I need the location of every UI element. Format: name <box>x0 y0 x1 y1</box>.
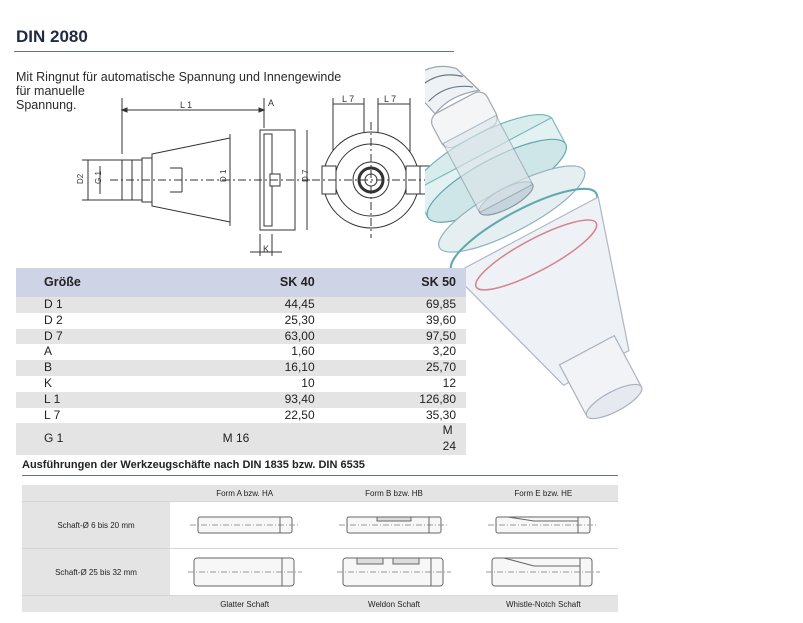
shank-row-small: Schaft-Ø 6 bis 20 mm <box>22 501 618 549</box>
sk50-value: 35,30 <box>318 407 466 424</box>
shank-col-form-e: Form E bzw. HE <box>468 485 618 502</box>
shank-table-header: Form A bzw. HA Form B bzw. HB Form E bzw… <box>22 485 618 502</box>
whistle-notch-shank-drawing-large <box>486 557 601 587</box>
shank-col-form-b: Form B bzw. HB <box>319 485 469 502</box>
shank-cell <box>468 501 618 549</box>
shank-row-large: Schaft-Ø 25 bis 32 mm <box>22 548 618 596</box>
row-label: L 7 <box>16 407 161 424</box>
sk50-value: 69,85 <box>318 297 466 313</box>
shank-cell <box>170 501 320 549</box>
dim-label-g1: G 1 <box>94 171 103 184</box>
sk50-value: 3,20 <box>318 344 466 361</box>
intro-text: Mit Ringnut für automatische Spannung un… <box>16 70 396 112</box>
dim-label-l1: L 1 <box>180 100 192 110</box>
row-label: K <box>16 375 161 392</box>
shank-table-footer: Glatter Schaft Weldon Schaft Whistle-Not… <box>22 595 618 612</box>
dimension-table-header: Größe SK 40 SK 50 <box>16 268 466 297</box>
dim-label-d2: D2 <box>76 173 85 184</box>
row-label: D 2 <box>16 312 161 329</box>
shank-header-empty <box>22 485 170 502</box>
sk40-value: 16,10 <box>160 360 319 376</box>
shank-row-label: Schaft-Ø 6 bis 20 mm <box>22 501 170 549</box>
sk50-value: M 24 <box>318 423 466 455</box>
plain-shank-drawing-small <box>189 516 300 534</box>
shank-cell <box>468 548 618 596</box>
shank-col-form-a: Form A bzw. HA <box>170 485 320 502</box>
page-title: DIN 2080 <box>16 27 88 46</box>
shank-type-whistle-notch: Whistle-Notch Schaft <box>468 595 618 612</box>
shank-type-weldon: Weldon Schaft <box>319 595 469 612</box>
sk50-value: 126,80 <box>318 391 466 408</box>
dim-label-d7: D 7 <box>301 169 310 182</box>
weldon-shank-drawing-large <box>336 557 451 587</box>
dim-label-a: A <box>268 98 274 108</box>
shank-cell <box>319 501 469 549</box>
header-sk50: SK 50 <box>318 268 466 297</box>
shank-cell <box>319 548 469 596</box>
sk40-value: M 16 <box>160 423 319 455</box>
sk40-value: 44,45 <box>160 297 319 313</box>
header-sk40: SK 40 <box>160 268 319 297</box>
weldon-shank-drawing-small <box>338 516 449 534</box>
row-label: D 1 <box>16 297 161 313</box>
shank-footer-empty <box>22 595 170 612</box>
dim-label-l7-right: L 7 <box>384 94 396 104</box>
sk40-value: 22,50 <box>160 407 319 424</box>
sk50-value: 25,70 <box>318 360 466 376</box>
front-view-drawing: L 7 L 7 B <box>312 94 458 238</box>
row-label: B <box>16 360 161 376</box>
shank-cell <box>170 548 320 596</box>
title-divider <box>14 51 454 52</box>
shank-row-label: Schaft-Ø 25 bis 32 mm <box>22 548 170 596</box>
intro-line: für manuelle <box>16 84 85 98</box>
shank-section-title: Ausführungen der Werkzeugschäfte nach DI… <box>22 459 365 471</box>
sk40-value: 10 <box>160 375 319 392</box>
sk40-value: 93,40 <box>160 391 319 408</box>
sk50-value: 97,50 <box>318 328 466 345</box>
side-view-drawing: L 1 A D2 G 1 D 1 D 7 K <box>76 98 310 256</box>
sk40-value: 63,00 <box>160 328 319 345</box>
dim-label-k: K <box>263 244 269 254</box>
whistle-notch-shank-drawing-small <box>488 516 599 534</box>
intro-line: Spannung. <box>16 98 77 112</box>
shank-type-plain: Glatter Schaft <box>170 595 320 612</box>
sk40-value: 1,60 <box>160 344 319 361</box>
shank-section-divider <box>22 475 618 476</box>
row-label: G 1 <box>16 423 161 455</box>
dim-label-l7-left: L 7 <box>342 94 354 104</box>
row-label: D 7 <box>16 328 161 345</box>
plain-shank-drawing-large <box>187 557 302 587</box>
intro-line: Mit Ringnut für automatische Spannung un… <box>16 70 342 84</box>
header-size: Größe <box>16 268 161 297</box>
shank-table: Form A bzw. HA Form B bzw. HB Form E bzw… <box>22 485 618 612</box>
tool-holder-render <box>425 65 643 420</box>
row-label: A <box>16 344 161 361</box>
sk40-value: 25,30 <box>160 312 319 329</box>
sk50-value: 39,60 <box>318 312 466 329</box>
sk50-value: 12 <box>318 375 466 392</box>
dim-label-d1: D 1 <box>219 169 228 182</box>
row-label: L 1 <box>16 391 161 408</box>
